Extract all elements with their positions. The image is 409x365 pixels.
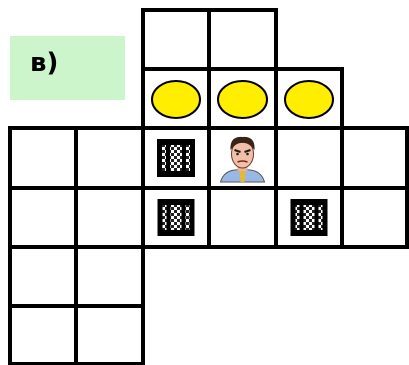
- board-cell-r3-c4[interactable]: [276, 188, 342, 247]
- portrait-eye-right: [246, 153, 249, 156]
- board-cell-r2-c3[interactable]: [209, 128, 276, 188]
- block-bar-left: [166, 142, 170, 174]
- block-bar-right: [182, 142, 186, 174]
- cell-background: [76, 128, 143, 188]
- yellow-coin-icon: [152, 81, 200, 118]
- checkered-block-icon: [291, 199, 328, 236]
- yellow-coin-icon: [285, 81, 333, 118]
- checkered-block-icon: [157, 139, 195, 177]
- block-bar-right: [315, 202, 319, 233]
- board-cell-r3-c5[interactable]: [342, 188, 407, 247]
- yellow-coin-icon: [218, 81, 267, 118]
- board-cell-r1-c2[interactable]: [143, 69, 209, 128]
- portrait-eye-left: [236, 153, 239, 156]
- board-cell-r2-c1[interactable]: [76, 128, 143, 188]
- cell-background: [76, 188, 143, 247]
- cell-background: [276, 128, 342, 188]
- checkered-block-icon: [158, 199, 195, 236]
- cell-background: [10, 306, 76, 364]
- board-cell-r2-c2[interactable]: [143, 128, 209, 188]
- cell-background: [10, 188, 76, 247]
- cell-background: [342, 188, 407, 247]
- board-cell-r3-c3[interactable]: [209, 188, 276, 247]
- board-cell-r3-c1[interactable]: [76, 188, 143, 247]
- board-cell-r2-c4[interactable]: [276, 128, 342, 188]
- cell-background: [143, 10, 209, 69]
- block-bar-right: [182, 202, 186, 233]
- board-cell-r5-c1[interactable]: [76, 306, 143, 364]
- board-cell-r3-c2[interactable]: [143, 188, 209, 247]
- board-cell-r0-c2[interactable]: [143, 10, 209, 69]
- cell-background: [209, 10, 276, 69]
- board-cell-r1-c3[interactable]: [209, 69, 276, 128]
- block-bar-left: [167, 202, 171, 233]
- block-bar-left: [300, 202, 304, 233]
- board-cell-r2-c5[interactable]: [342, 128, 407, 188]
- cell-background: [10, 128, 76, 188]
- cell-background: [342, 128, 407, 188]
- board-cell-r4-c1[interactable]: [76, 247, 143, 306]
- board-cell-r1-c4[interactable]: [276, 69, 342, 128]
- board-cell-r2-c0[interactable]: [10, 128, 76, 188]
- cell-background: [10, 247, 76, 306]
- board-cell-r3-c0[interactable]: [10, 188, 76, 247]
- board-cell-r5-c0[interactable]: [10, 306, 76, 364]
- board-cell-r0-c3[interactable]: [209, 10, 276, 69]
- portrait-tie: [240, 170, 246, 182]
- cell-background: [76, 306, 143, 364]
- board-cell-r4-c0[interactable]: [10, 247, 76, 306]
- cell-background: [76, 247, 143, 306]
- cell-background: [209, 188, 276, 247]
